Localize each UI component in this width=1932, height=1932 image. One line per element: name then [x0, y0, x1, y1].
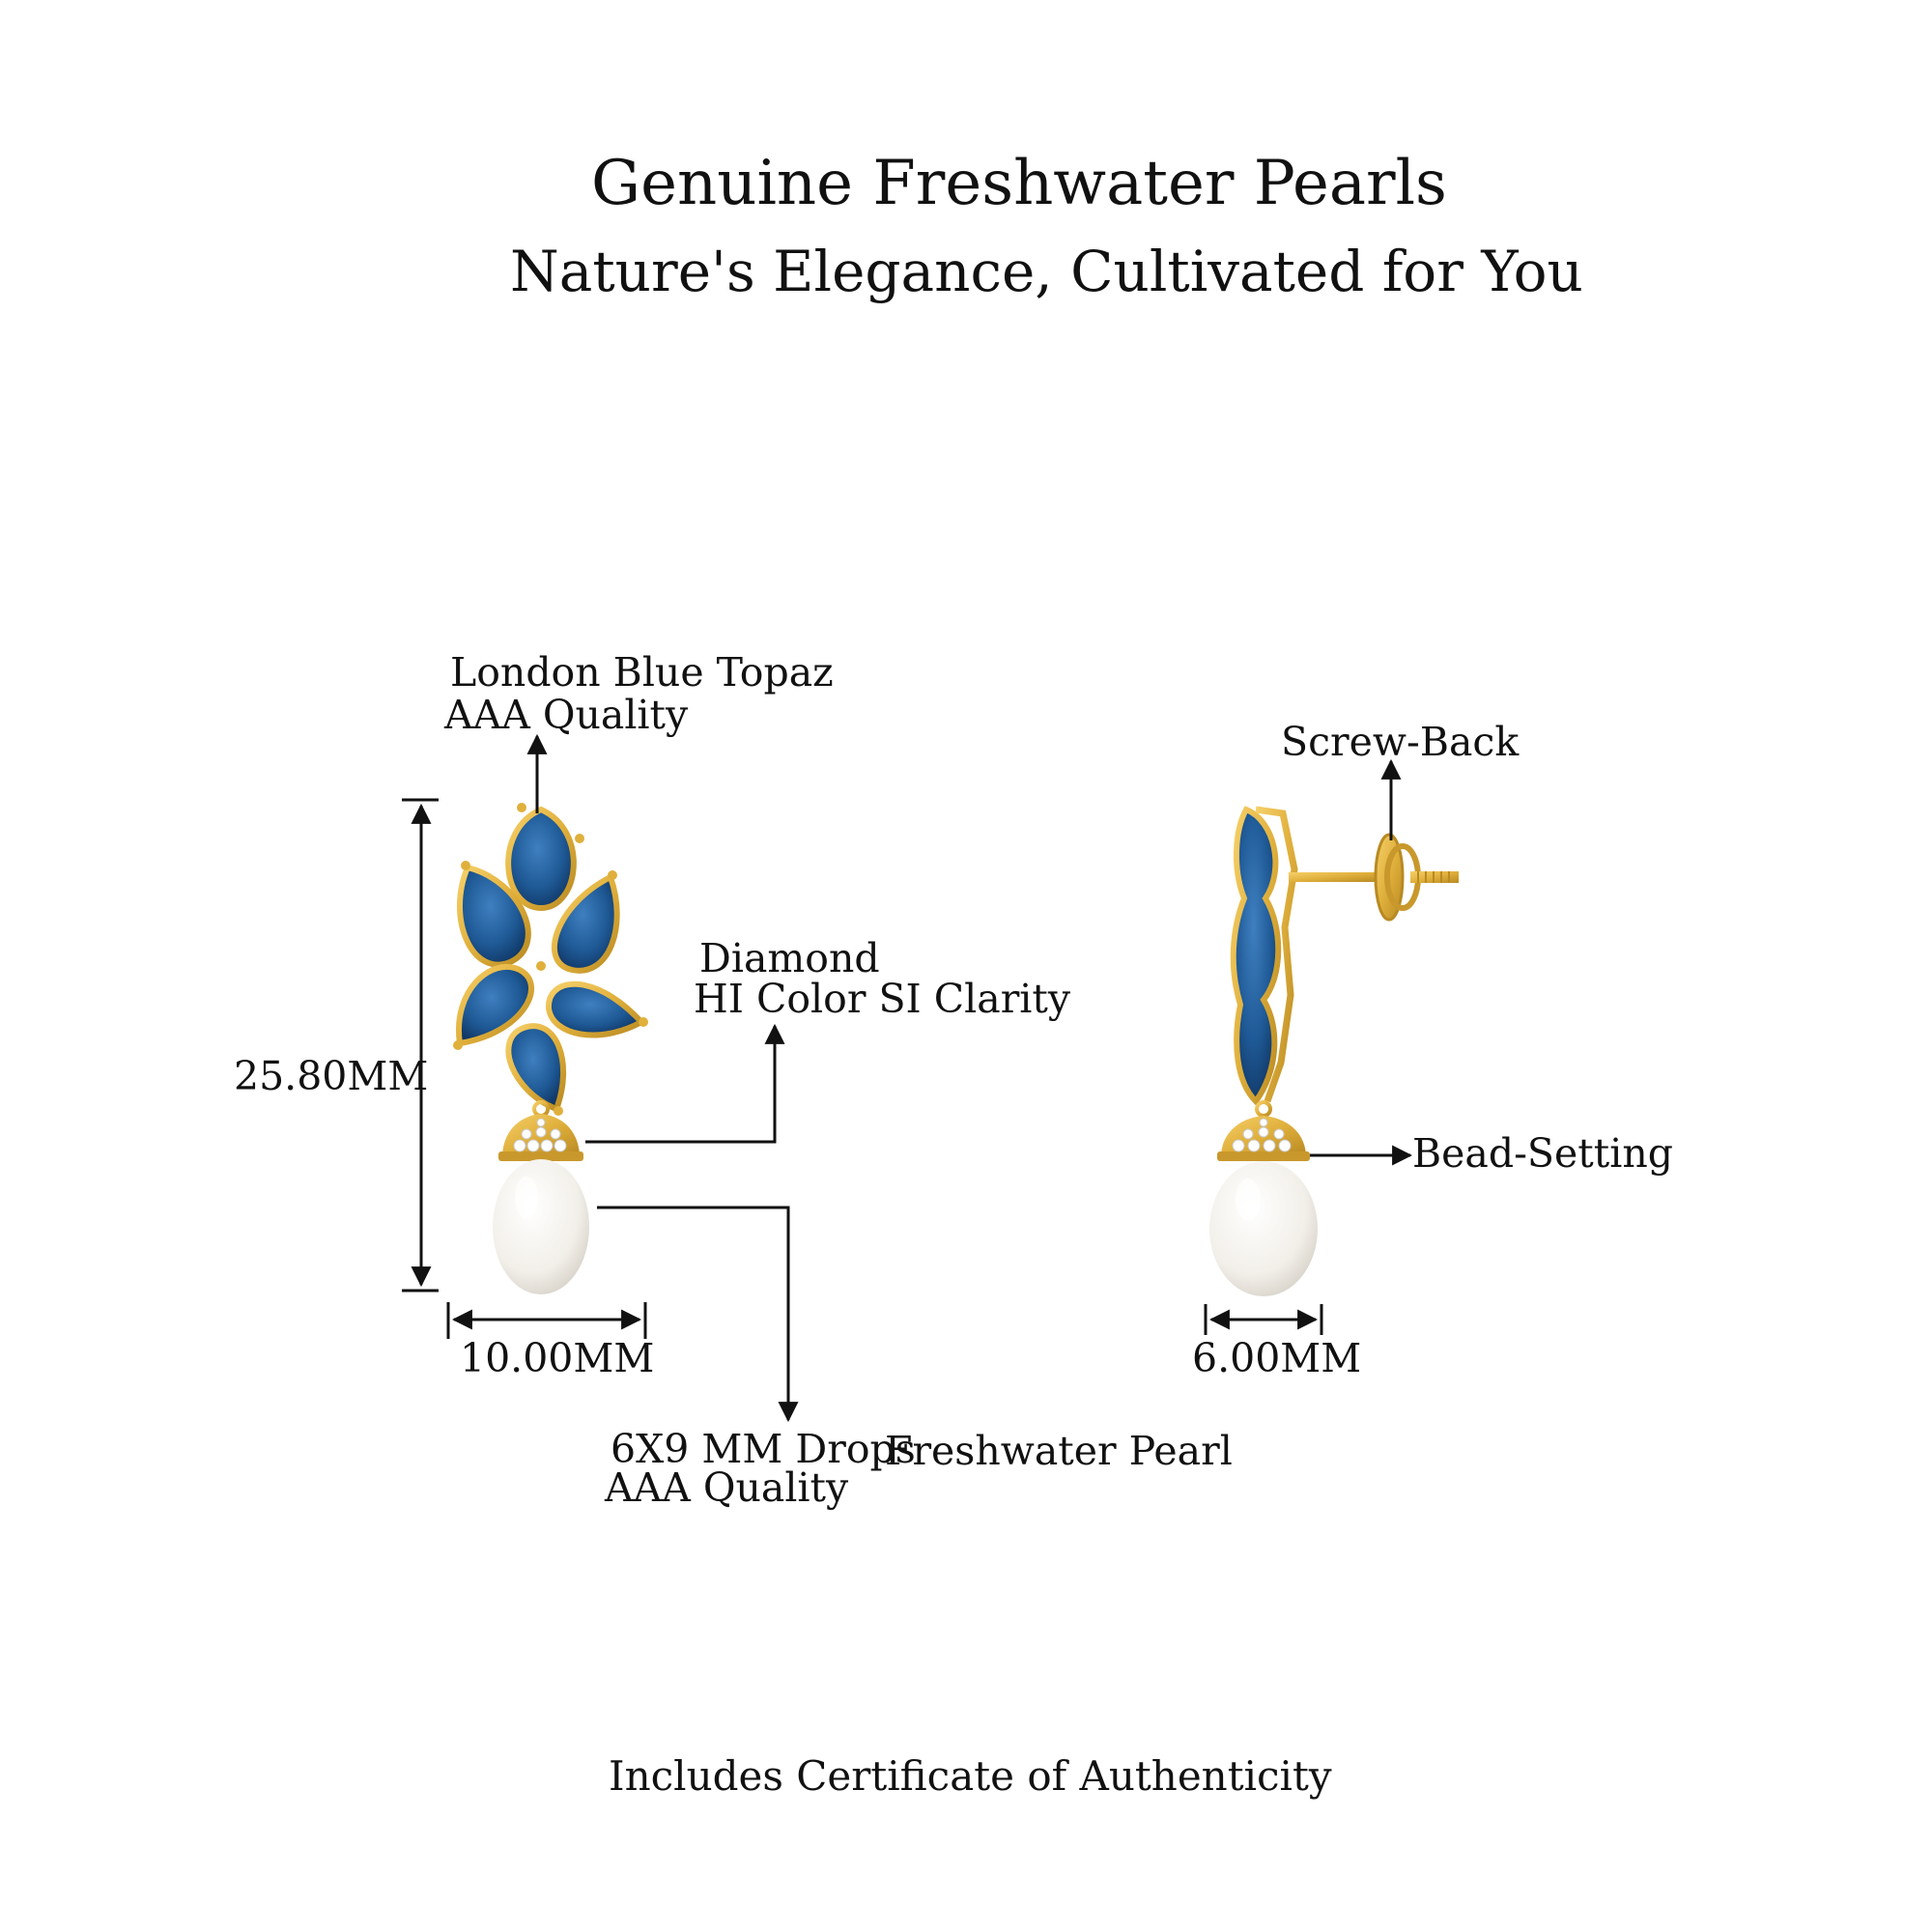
- front-earring: [453, 803, 648, 1294]
- topaz-stone-right-upper: [552, 872, 620, 974]
- screw-back-label: Screw-Back: [1281, 719, 1520, 765]
- diamond-cap: [498, 1114, 583, 1161]
- topaz-label: London Blue Topaz: [450, 649, 834, 696]
- pearl-size-label: 6X9 MM Drops: [611, 1426, 916, 1472]
- page-title: Genuine Freshwater Pearls: [591, 148, 1447, 219]
- certificate-note: Includes Certificate of Authenticity: [609, 1752, 1332, 1800]
- topaz-stone-top: [505, 806, 577, 912]
- height-dimension-label: 25.80MM: [234, 1053, 429, 1099]
- front-width-dimension-label: 10.00MM: [460, 1335, 655, 1381]
- topaz-stone-right-lower: [545, 980, 646, 1038]
- pearl-drop: [493, 1159, 589, 1294]
- topaz-stone-left-upper: [457, 864, 531, 968]
- topaz-stone-left-lower: [455, 964, 534, 1047]
- gold-prongs: [453, 803, 648, 1116]
- diamond-label: Diamond: [699, 935, 880, 981]
- side-earring: [1209, 806, 1459, 1296]
- pearl-quality-label: AAA Quality: [605, 1464, 849, 1511]
- topaz-quality-label: AAA Quality: [444, 692, 689, 738]
- side-width-dimension-label: 6.00MM: [1192, 1335, 1362, 1381]
- measurement-lines: [402, 733, 1413, 1423]
- diamond-quality-label: HI Color SI Clarity: [694, 976, 1071, 1022]
- pearl-type-label: Freshwater Pearl: [885, 1428, 1233, 1474]
- page-subtitle: Nature's Elegance, Cultivated for You: [510, 239, 1583, 304]
- bead-setting-label: Bead-Setting: [1412, 1130, 1674, 1177]
- topaz-stone-bottom: [505, 1023, 567, 1113]
